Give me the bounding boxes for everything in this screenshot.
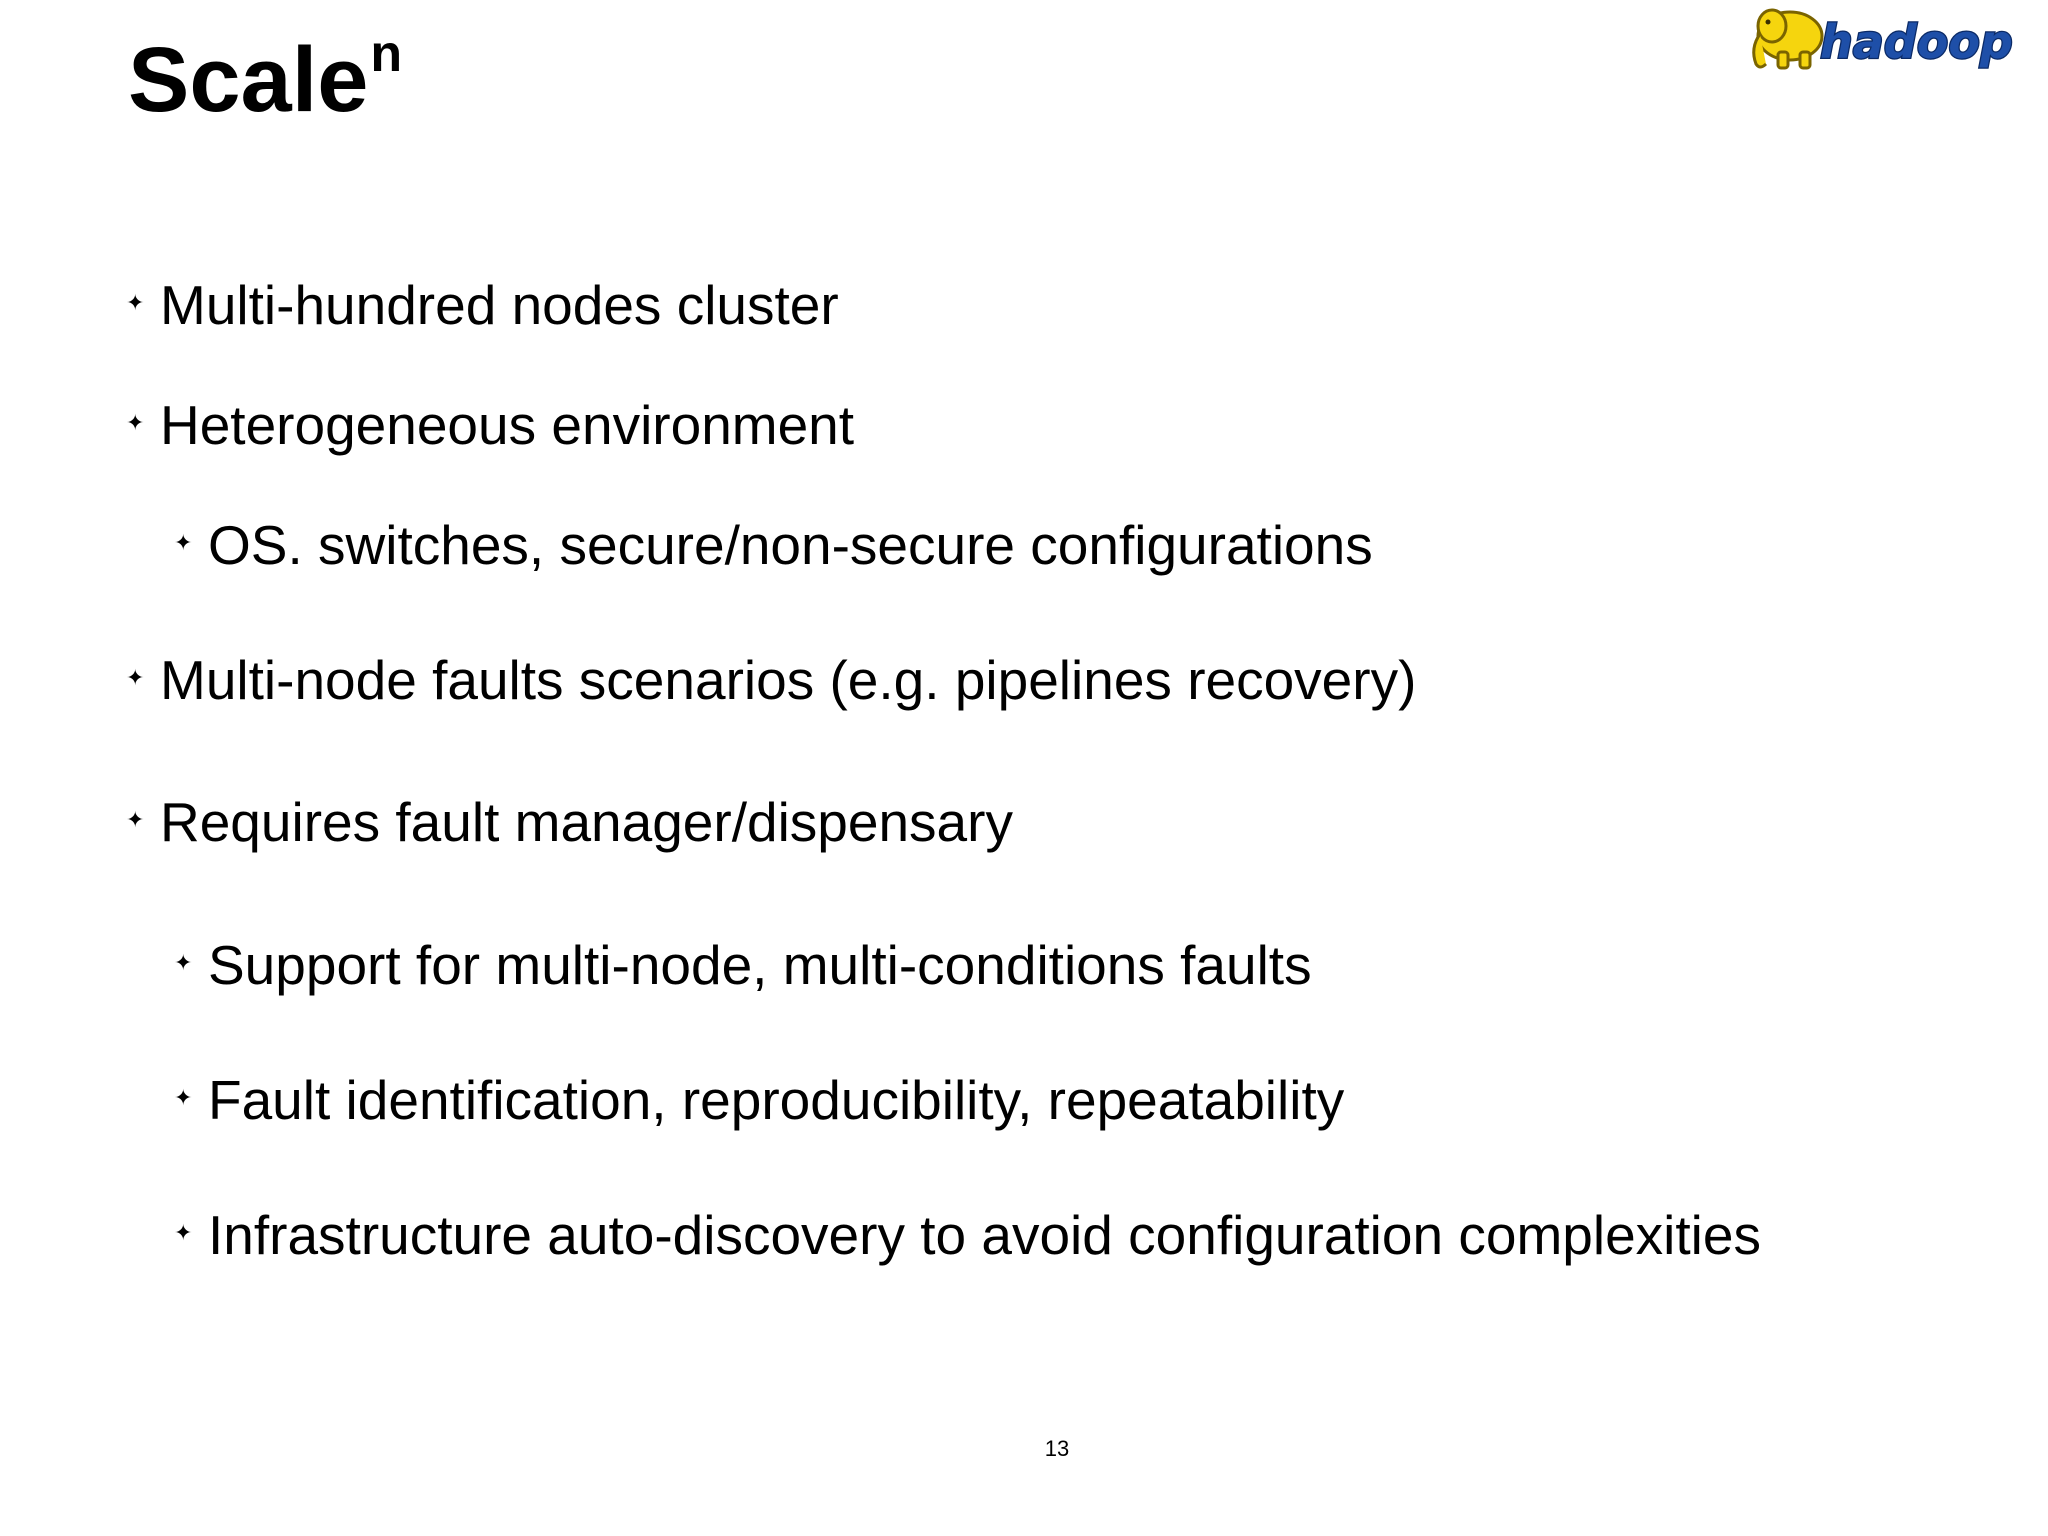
bullet-text: Infrastructure auto-discovery to avoid c…: [208, 1204, 1761, 1266]
bullet-text: Fault identification, reproducibility, r…: [208, 1069, 1345, 1131]
bullet-item: ✦ Multi-node faults scenarios (e.g. pipel…: [126, 650, 1416, 711]
sub-bullet-item: ✦ Infrastructure auto-discovery to avoid …: [174, 1205, 1761, 1266]
bullet-item: ✦ Multi-hundred nodes cluster: [126, 275, 839, 336]
hadoop-logo-graphic: hadoop: [1752, 8, 2014, 70]
bullet-marker-icon: ✦: [126, 807, 145, 832]
slide-title: Scalen: [128, 26, 402, 131]
slide-title-superscript: n: [370, 25, 403, 84]
bullet-marker-icon: ✦: [126, 410, 145, 435]
bullet-item: ✦ Requires fault manager/dispensary: [126, 792, 1013, 853]
hadoop-logo-text: hadoop: [1820, 15, 2013, 69]
hadoop-elephant-icon: [1752, 8, 1824, 70]
bullet-marker-icon: ✦: [174, 950, 193, 975]
sub-bullet-item: ✦ OS. switches, secure/non-secure configu…: [174, 515, 1373, 576]
bullet-marker-icon: ✦: [174, 530, 193, 555]
slide-title-text: Scale: [128, 29, 369, 131]
bullet-text: Support for multi-node, multi-conditions…: [208, 934, 1312, 996]
bullet-text: Multi-hundred nodes cluster: [160, 274, 839, 336]
page-number: 13: [1044, 1436, 1070, 1461]
bullet-text: Heterogeneous environment: [160, 394, 855, 456]
bullet-marker-icon: ✦: [126, 290, 145, 315]
bullet-marker-icon: ✦: [174, 1085, 193, 1110]
sub-bullet-item: ✦ Fault identification, reproducibility, …: [174, 1070, 1344, 1131]
sub-bullet-item: ✦ Support for multi-node, multi-condition…: [174, 935, 1312, 996]
bullet-marker-icon: ✦: [174, 1220, 193, 1245]
hadoop-logo: hadoop: [1738, 0, 2048, 80]
bullet-text: Multi-node faults scenarios (e.g. pipeli…: [160, 649, 1417, 711]
bullet-text: Requires fault manager/dispensary: [160, 791, 1013, 853]
bullet-marker-icon: ✦: [126, 665, 145, 690]
bullet-item: ✦ Heterogeneous environment: [126, 395, 854, 456]
bullet-text: OS. switches, secure/non-secure configur…: [208, 514, 1373, 576]
